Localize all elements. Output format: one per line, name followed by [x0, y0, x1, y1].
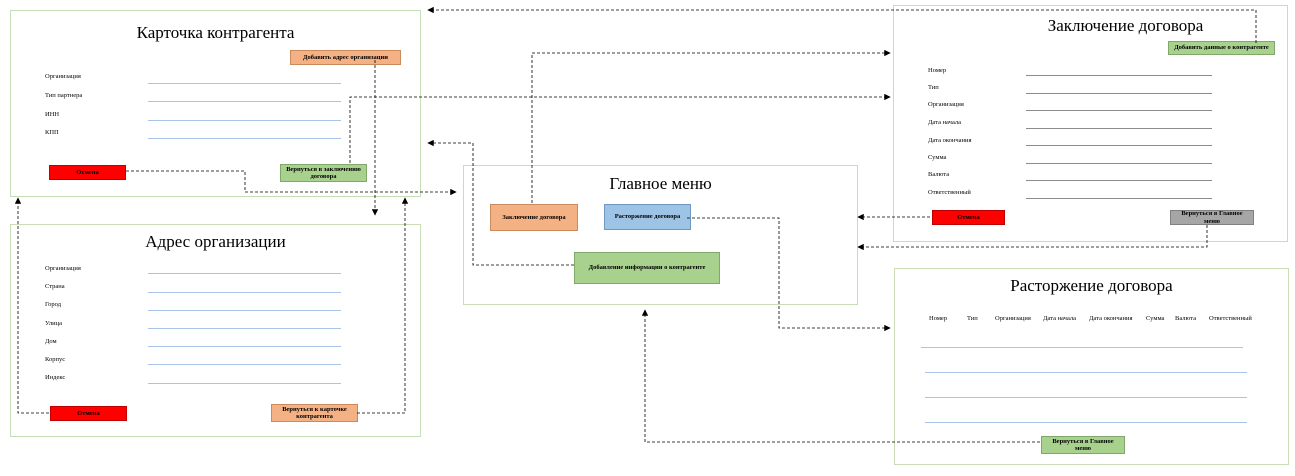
- contract-conclusion-button[interactable]: Заключение договора: [490, 204, 578, 231]
- card-field-input[interactable]: [148, 120, 341, 121]
- contract-field-label: Дата окончания: [928, 137, 972, 144]
- contract-field-input[interactable]: [1026, 145, 1212, 146]
- address-title: Адрес организации: [145, 232, 286, 251]
- contract-field-input[interactable]: [1026, 75, 1212, 76]
- address-field-label: Организация: [45, 265, 81, 272]
- table-row[interactable]: [921, 347, 1243, 348]
- contract-field-input[interactable]: [1026, 128, 1212, 129]
- card-field-label: Организация: [45, 73, 81, 80]
- contract-conclusion-panel: Заключение договора Добавить данные о ко…: [893, 5, 1288, 242]
- cancel-button[interactable]: Отмена: [932, 210, 1005, 225]
- contract-field-input[interactable]: [1026, 163, 1212, 164]
- card-panel: Карточка контрагента Организация Тип пар…: [10, 10, 421, 197]
- cancel-button[interactable]: Отмена: [50, 406, 127, 421]
- flow-arrow: [349, 93, 891, 163]
- table-column-header: Дата начала: [1043, 315, 1077, 322]
- back-to-main-menu-button[interactable]: Вернуться в Главное меню: [1041, 436, 1125, 454]
- back-to-main-menu-button[interactable]: Вернуться в Главное меню: [1170, 210, 1254, 225]
- table-row[interactable]: [925, 397, 1247, 398]
- card-field-label: Тип партнера: [45, 92, 83, 99]
- address-field-label: Страна: [45, 283, 65, 290]
- contract-field-label: Номер: [928, 67, 947, 74]
- contract-field-input[interactable]: [1026, 198, 1212, 199]
- contract-field-label: Сумма: [928, 154, 947, 161]
- card-title: Карточка контрагента: [136, 23, 295, 42]
- table-column-header: Валюта: [1175, 315, 1197, 322]
- table-column-header: Ответственный: [1209, 315, 1252, 322]
- address-field-input[interactable]: [148, 328, 341, 329]
- address-field-label: Улица: [45, 320, 62, 327]
- contract-termination-button[interactable]: Расторжение договора: [604, 204, 691, 230]
- contract-field-label: Тип: [928, 84, 939, 91]
- table-column-header: Сумма: [1146, 315, 1165, 322]
- address-field-input[interactable]: [148, 310, 341, 311]
- add-counterparty-data-button[interactable]: Добавить данные о контрагенте: [1168, 41, 1275, 55]
- contract-termination-panel: Расторжение договора Номер Тип Организац…: [894, 268, 1289, 465]
- address-field-label: Дом: [45, 338, 57, 345]
- cancel-button[interactable]: Отмена: [49, 165, 126, 180]
- address-field-input[interactable]: [148, 346, 341, 347]
- table-column-header: Номер: [929, 315, 948, 322]
- address-field-input[interactable]: [148, 364, 341, 365]
- contract-conclusion-title: Заключение договора: [1047, 16, 1204, 35]
- contract-field-label: Организация: [928, 101, 964, 108]
- table-row[interactable]: [925, 372, 1247, 373]
- add-counterparty-info-button[interactable]: Добавление информации о контрагенте: [574, 252, 720, 284]
- contract-field-input[interactable]: [1026, 93, 1212, 94]
- address-field-input[interactable]: [148, 383, 341, 384]
- address-field-label: Город: [45, 301, 62, 308]
- contract-field-label: Ответственный: [928, 189, 971, 196]
- address-field-input[interactable]: [148, 292, 341, 293]
- contract-field-input[interactable]: [1026, 110, 1212, 111]
- card-field-label: ИНН: [45, 111, 60, 118]
- card-field-input[interactable]: [148, 138, 341, 139]
- table-column-header: Дата окончания: [1089, 315, 1133, 322]
- add-address-button[interactable]: Добавить адрес организации: [290, 50, 401, 65]
- address-field-label: Корпус: [45, 356, 66, 363]
- card-field-label: КПП: [45, 129, 59, 136]
- contract-field-input[interactable]: [1026, 180, 1212, 181]
- table-column-header: Тип: [967, 315, 978, 322]
- card-field-input[interactable]: [148, 83, 341, 84]
- card-field-input[interactable]: [148, 101, 341, 102]
- back-to-contract-button[interactable]: Вернуться в заключению договора: [280, 164, 367, 182]
- main-menu-title: Главное меню: [609, 174, 712, 193]
- back-to-card-button[interactable]: Вернуться к карточке контрагента: [271, 404, 358, 422]
- table-column-header: Организация: [995, 315, 1031, 322]
- address-panel: Адрес организации Организация Страна Гор…: [10, 224, 421, 437]
- main-menu-panel: Главное меню Заключение договора Расторж…: [463, 165, 858, 305]
- address-field-input[interactable]: [148, 273, 341, 274]
- contract-field-label: Валюта: [928, 171, 950, 178]
- address-field-label: Индекс: [45, 374, 66, 381]
- contract-field-label: Дата начала: [928, 119, 962, 126]
- contract-termination-title: Расторжение договора: [1010, 276, 1173, 295]
- table-row[interactable]: [925, 422, 1247, 423]
